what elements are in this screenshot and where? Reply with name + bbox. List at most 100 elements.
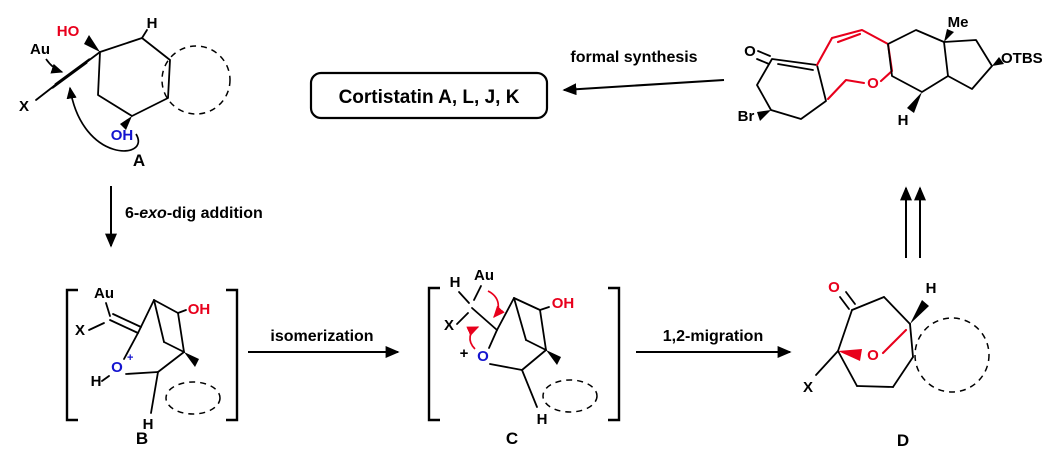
exo-dig-arrow: 6-exo-dig addition — [105, 186, 263, 248]
wedge-bond-oh — [120, 116, 132, 130]
vinyl-double-bond-1 — [109, 319, 139, 334]
bond-to-x — [815, 350, 839, 376]
bond-o-cage — [125, 371, 159, 375]
red-oxa-ring-left — [826, 78, 866, 101]
atom-label-ketone-o: O — [828, 279, 840, 296]
dashed-partial-ring — [542, 379, 598, 413]
formal-synthesis-label: formal synthesis — [570, 49, 697, 66]
atom-label-oh: OH — [188, 301, 211, 318]
multi-step-up-arrows — [900, 186, 926, 258]
wedge-to-br — [757, 110, 771, 121]
atom-label-bridge-o: O — [867, 347, 879, 364]
cortistatin-box: Cortistatin A, L, J, K — [309, 71, 549, 120]
oh-attack-curved-arrow — [66, 86, 140, 152]
atom-label-h-on-o: H — [91, 373, 102, 390]
atom-label-h-bottom: H — [537, 411, 548, 428]
bond-to-h-bottom — [150, 371, 159, 414]
wedge-to-h — [907, 92, 922, 113]
cage-bond-1 — [137, 299, 155, 334]
cage-bond-6 — [163, 341, 185, 353]
wedge-bond-ho — [84, 35, 100, 52]
vinyl-double-bond-2 — [112, 313, 142, 328]
atom-label-x: X — [444, 317, 454, 334]
structure-a-label: A — [133, 151, 145, 170]
d-ring — [943, 39, 993, 90]
plus-charge: + — [127, 352, 133, 364]
atom-label-au: Au — [30, 41, 50, 58]
red-diene-bonds — [815, 28, 890, 67]
migration-curved-arrow-1 — [487, 290, 505, 319]
exo-dig-label-prefix: 6- — [125, 205, 139, 222]
bond-c-o — [123, 332, 139, 360]
plus-charge: + — [460, 345, 469, 362]
dashed-partial-ring — [914, 317, 990, 393]
ketone-double-bond-1 — [839, 296, 850, 310]
bond-au-c — [105, 302, 111, 317]
wedge-to-otbs — [992, 57, 1004, 66]
bond-o-cage — [489, 363, 523, 371]
bond-h-o — [101, 375, 110, 382]
migration-label: 1,2-migration — [663, 328, 763, 345]
ring-bond-1 — [851, 296, 885, 311]
atom-label-au: Au — [474, 267, 494, 284]
isomerization-label: isomerization — [270, 328, 373, 345]
enone-double-bond-inner — [777, 63, 814, 71]
cage-bond-2 — [513, 297, 541, 311]
ring-bond-7 — [909, 323, 914, 358]
atom-label-au: Au — [94, 285, 114, 302]
exo-dig-label-italic: exo — [139, 205, 167, 222]
atom-label-oxocarbenium-o: O — [111, 359, 123, 376]
wedge-to-h — [910, 300, 929, 324]
atom-label-x: X — [803, 379, 813, 396]
wedge-to-me — [944, 29, 954, 42]
ring-bond-4 — [837, 350, 858, 387]
structure-c-label: C — [506, 429, 518, 448]
alkyne-bond-3 — [51, 61, 88, 89]
structure-b: Au X O + H OH H B — [65, 285, 239, 448]
red-wedge-to-o — [838, 349, 862, 361]
wedge-to-ring — [546, 350, 561, 365]
bracket-right — [226, 288, 239, 422]
isomerization-arrow: isomerization — [248, 328, 400, 358]
wedge-to-ring — [184, 352, 199, 367]
atom-label-h-bottom: H — [143, 416, 154, 433]
au-coordination-arrow — [45, 58, 64, 74]
ketone-double-bond-2 — [845, 291, 856, 305]
bond-alkyne-x — [35, 85, 55, 101]
ketone-double-bond-1 — [757, 50, 771, 57]
bond-to-h-bottom — [521, 369, 538, 408]
cage-bond-5 — [153, 299, 165, 343]
product-structure: O Br O Me OTBS H — [738, 14, 1043, 129]
left-arrow — [562, 79, 725, 96]
formal-synthesis-arrow: formal synthesis — [562, 49, 725, 96]
migration-curved-arrow-2 — [466, 326, 480, 350]
atom-label-h: H — [898, 112, 909, 129]
cyclohexane-ring — [97, 37, 171, 117]
bond-x-c — [456, 312, 469, 325]
bracket-right — [608, 286, 621, 422]
dashed-partial-ring — [165, 381, 221, 415]
atom-label-ho: HO — [57, 23, 80, 40]
atom-label-bridge-o: O — [867, 75, 879, 92]
bond-c2-o — [488, 329, 498, 349]
cage-bond-1 — [496, 297, 515, 331]
bond-x-c — [88, 322, 105, 331]
atom-label-o: O — [477, 348, 489, 365]
bond-c-oh — [177, 309, 187, 314]
bond-to-h — [141, 29, 148, 39]
ring-bond-3 — [837, 309, 853, 352]
migration-arrow: 1,2-migration — [636, 328, 792, 358]
ring-bond-5 — [856, 385, 894, 388]
structure-d-label: D — [897, 431, 909, 450]
cage-bond-4 — [521, 349, 547, 371]
atom-label-otbs: OTBS — [1001, 50, 1043, 67]
cage-bond-3 — [177, 312, 185, 353]
bond-c-oh — [539, 306, 550, 311]
exo-dig-label-suffix: -dig addition — [167, 205, 263, 222]
cage-bond-2 — [153, 299, 179, 314]
structure-b-label: B — [136, 429, 148, 448]
ketone-double-bond-2 — [756, 58, 770, 65]
bracket-left — [65, 288, 78, 422]
structure-a: HO H OH X Au A — [19, 15, 231, 170]
